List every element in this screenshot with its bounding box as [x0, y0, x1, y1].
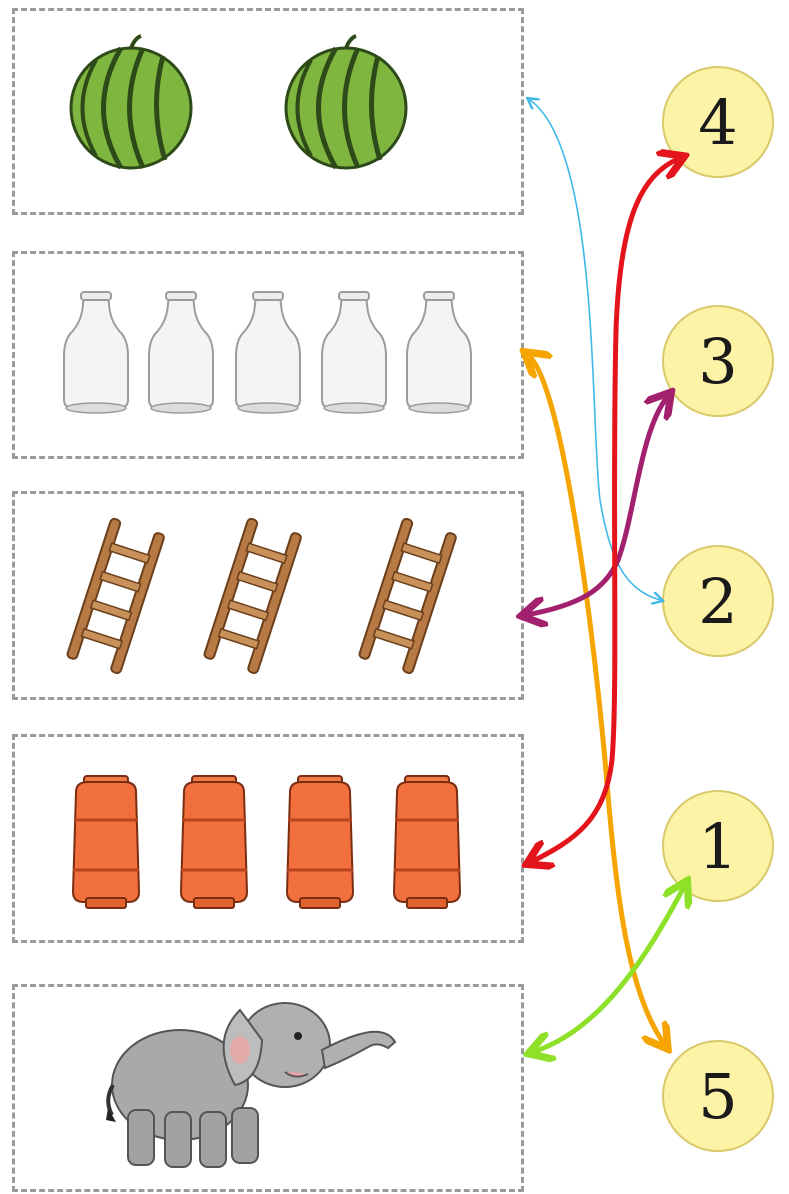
- gas-cylinder-icon: [71, 774, 141, 910]
- elephant-icon: [106, 1002, 397, 1168]
- milk-bottle-icon: [321, 291, 387, 414]
- milk-bottle-icon: [148, 291, 214, 414]
- gas-cylinder-icon: [285, 774, 355, 910]
- milk-bottle-icon: [63, 291, 129, 414]
- ladder-icon: [202, 516, 303, 676]
- number-circle-1: 1: [662, 790, 774, 902]
- watermelon-icon: [71, 36, 191, 168]
- ladder-icon: [65, 516, 166, 676]
- milk-bottle-icon: [235, 291, 301, 414]
- gas-cylinder-icon: [179, 774, 249, 910]
- number-circle-4: 4: [662, 66, 774, 178]
- number-circle-3: 3: [662, 305, 774, 417]
- gas-cylinder-icon: [392, 774, 462, 910]
- number-circle-5: 5: [662, 1040, 774, 1152]
- watermelon-icon: [286, 36, 406, 168]
- ladder-icon: [357, 516, 458, 676]
- number-circle-2: 2: [662, 545, 774, 657]
- milk-bottle-icon: [406, 291, 472, 414]
